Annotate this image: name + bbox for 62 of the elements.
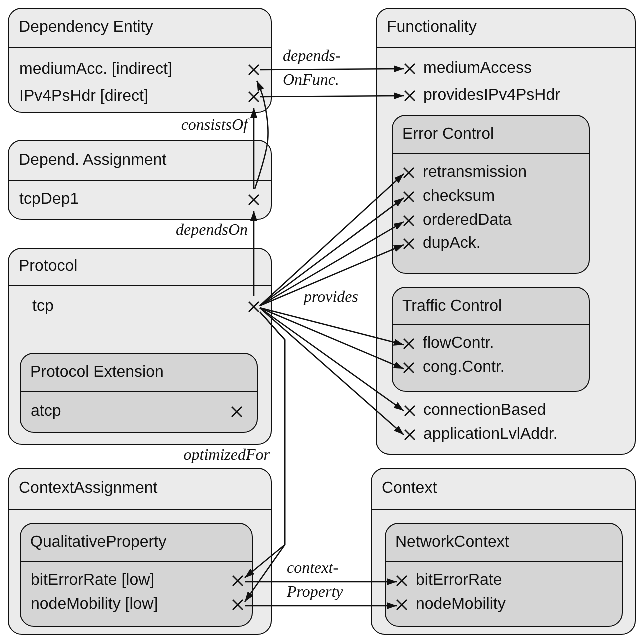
attribute-label: atcp xyxy=(31,403,62,421)
box-title: Context xyxy=(372,469,635,510)
attribute-label: retransmission xyxy=(423,164,528,182)
arrow xyxy=(260,174,404,306)
class-box xyxy=(8,248,272,445)
attribute-label: checksum xyxy=(423,188,496,206)
arrow xyxy=(260,92,404,100)
attribute-label: tcpDep1 xyxy=(20,190,80,208)
attribute-label: IPv4PsHdr [direct] xyxy=(20,88,148,106)
nested-class-box xyxy=(392,286,590,392)
attribute-label: flowContr. xyxy=(423,335,494,353)
arrow xyxy=(260,66,404,73)
box-title: ContextAssignment xyxy=(9,469,271,510)
attribute-label: providesIPv4PsHdr xyxy=(424,86,560,104)
arrow xyxy=(260,307,404,346)
attribute-label: mediumAccess xyxy=(424,60,532,78)
nested-class-box xyxy=(384,522,622,626)
attribute-label: tcp xyxy=(32,298,54,316)
arrow xyxy=(245,578,397,586)
attribute-label: cong.Contr. xyxy=(423,359,505,377)
edge-label: dependsOn xyxy=(175,221,248,241)
edge-label: consistsOf xyxy=(180,116,248,136)
box-title: Protocol Extension xyxy=(20,354,256,392)
attribute-label: connectionBased xyxy=(424,402,546,420)
box-title: Error Control xyxy=(392,116,588,154)
class-box xyxy=(376,8,636,455)
arrow xyxy=(250,108,258,189)
attribute-label: applicationLvlAddr. xyxy=(424,426,558,444)
class-box xyxy=(8,468,272,635)
attribute-label: orderedData xyxy=(423,212,512,230)
attribute-label: bitErrorRate xyxy=(416,572,502,590)
attribute-label: bitErrorRate [low] xyxy=(31,572,155,590)
attribute-label: nodeMobility xyxy=(416,596,506,614)
arrow xyxy=(260,197,404,307)
edge-label: provides xyxy=(304,288,360,308)
arrow xyxy=(260,307,404,412)
class-box xyxy=(8,140,272,220)
edge-label: context- Property xyxy=(287,559,344,603)
box-title: Functionality xyxy=(377,9,635,48)
box-title: Protocol xyxy=(9,249,271,286)
box-title: QualitativeProperty xyxy=(20,524,252,562)
attribute-label: mediumAcc. [indirect] xyxy=(20,60,172,78)
nested-class-box xyxy=(392,114,590,274)
box-title: Traffic Control xyxy=(392,288,588,325)
box-title: Dependency Entity xyxy=(9,9,271,48)
arrow xyxy=(260,307,404,370)
arrow xyxy=(250,211,258,296)
edge-label: depends- OnFunc. xyxy=(283,47,342,91)
arrow xyxy=(260,308,404,436)
arrow xyxy=(254,80,269,190)
box-title: Depend. Assignment xyxy=(9,141,271,180)
arrow xyxy=(260,221,404,307)
class-box xyxy=(371,468,636,635)
attribute-label: nodeMobility [low] xyxy=(31,596,158,614)
arrow xyxy=(245,602,397,610)
nested-class-box xyxy=(20,522,252,626)
attribute-label: dupAck. xyxy=(423,235,481,253)
nested-class-box xyxy=(20,352,258,432)
edge-label: optimizedFor xyxy=(182,446,270,466)
class-box xyxy=(8,8,272,113)
box-title: NetworkContext xyxy=(386,524,622,562)
arrow xyxy=(260,244,404,307)
